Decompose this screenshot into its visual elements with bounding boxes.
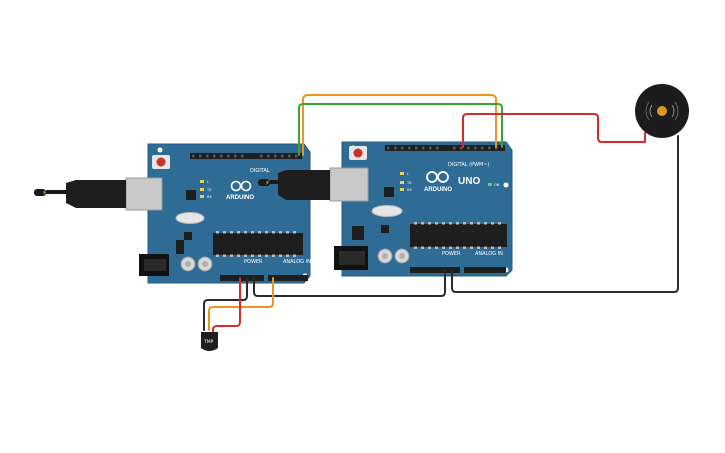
icsp-header <box>176 240 184 254</box>
icsp-chip <box>184 232 192 240</box>
power-label: POWER <box>442 251 461 257</box>
sound-wave-icon <box>645 101 650 121</box>
wire-black-gnd-link[interactable] <box>253 270 446 297</box>
power-label: POWER <box>244 259 263 265</box>
lightning-icon: ⚡ <box>42 189 47 197</box>
temperature-sensor[interactable]: TMP <box>201 332 218 351</box>
usb-jack[interactable] <box>125 177 163 211</box>
sensor-body <box>201 332 218 351</box>
crystal-oscillator <box>371 205 403 217</box>
lightning-icon: ⚡ <box>265 179 270 187</box>
wire-red-sensor[interactable] <box>212 277 241 334</box>
analog-label: ANALOG IN <box>475 251 503 257</box>
led-tx <box>400 181 404 184</box>
analog-header[interactable] <box>464 267 506 273</box>
on-label: ON <box>494 183 500 187</box>
led-tx <box>200 188 204 191</box>
usb-jack[interactable] <box>329 167 369 202</box>
model-label: UNO <box>458 176 480 187</box>
digital-label: DIGITAL <box>250 168 270 174</box>
led-l <box>400 172 404 175</box>
led-l <box>200 180 204 183</box>
wire-green-top[interactable] <box>298 103 503 156</box>
wire-red-buzzer[interactable] <box>462 113 646 148</box>
arduino-logo <box>230 180 252 192</box>
digital-label: DIGITAL (PWM~) <box>448 162 490 168</box>
sound-wave-icon <box>674 101 679 121</box>
sound-wave-icon <box>671 104 675 118</box>
buzzer-core <box>657 106 667 116</box>
wire-black-sensor[interactable] <box>203 277 248 331</box>
usb-cable-left[interactable]: ⚡ <box>34 180 126 208</box>
arduino-board-left[interactable]: DIGITAL L TX RX ARDUINO <box>125 143 311 284</box>
icsp-header <box>352 226 364 240</box>
voltage-regulator <box>384 187 394 197</box>
led-label: TX <box>406 181 412 185</box>
mounting-hole <box>157 147 163 153</box>
led-label: RX <box>207 195 212 199</box>
power-header[interactable] <box>410 267 460 273</box>
brand-label: ARDUINO <box>424 187 452 193</box>
reset-button-cap[interactable] <box>156 157 166 167</box>
mounting-hole <box>503 182 509 188</box>
usb-plug-right <box>278 170 330 200</box>
cable-end <box>258 179 270 186</box>
power-jack-inner <box>339 251 365 265</box>
wires <box>203 94 679 334</box>
wire-black-buzzer[interactable] <box>451 135 679 293</box>
crystal-oscillator <box>175 212 205 224</box>
analog-header[interactable] <box>268 275 308 281</box>
arduino-logo <box>426 171 449 183</box>
digital-header[interactable] <box>190 153 302 159</box>
atmega-chip <box>213 233 303 255</box>
piezo-buzzer[interactable] <box>635 84 689 138</box>
analog-label: ANALOG IN <box>283 259 311 265</box>
wire-orange-top[interactable] <box>302 94 497 156</box>
digital-header[interactable] <box>385 145 505 151</box>
cable-end <box>34 189 46 196</box>
on-led <box>488 183 492 186</box>
power-header[interactable] <box>220 275 264 281</box>
power-jack-inner <box>144 259 166 271</box>
atmega-chip <box>410 224 507 247</box>
reset-button-cap[interactable] <box>353 148 363 158</box>
led-rx <box>200 195 204 198</box>
led-label: RX <box>407 188 412 192</box>
brand-label: ARDUINO <box>226 195 254 201</box>
voltage-regulator <box>186 190 196 200</box>
led-label: L <box>207 180 209 184</box>
icsp-chip <box>381 225 389 233</box>
usb-plug-left <box>66 180 126 208</box>
sound-wave-icon <box>649 104 653 118</box>
sensor-label: TMP <box>203 339 214 345</box>
led-label: TX <box>206 188 212 192</box>
led-label: L <box>407 172 409 176</box>
arduino-board-right[interactable]: DIGITAL (PWM~) L TX RX ARDUINO UNO ON <box>329 141 513 277</box>
led-rx <box>400 188 404 191</box>
usb-cable-right[interactable]: ⚡ <box>258 170 330 200</box>
